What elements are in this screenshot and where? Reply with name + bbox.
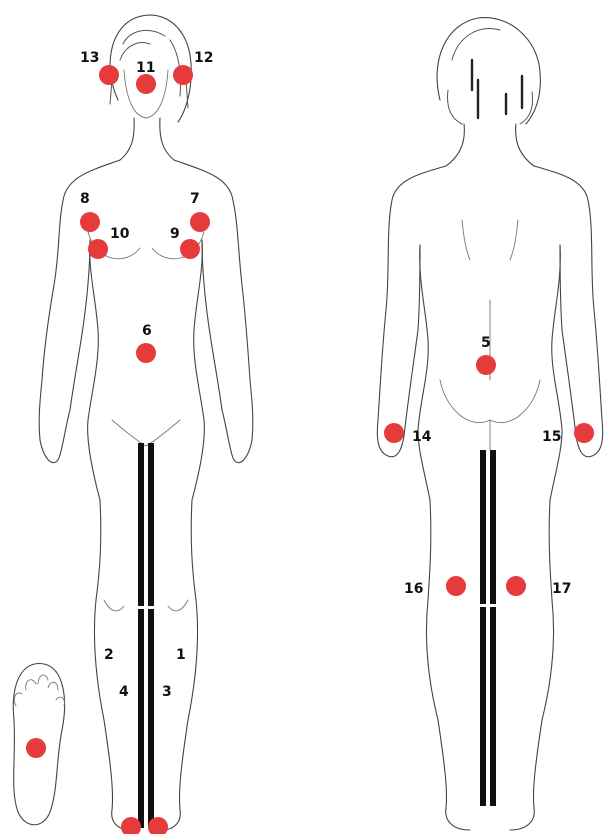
front-knee-lines: [104, 600, 188, 611]
back-buttocks: [440, 380, 540, 450]
front-right-leg: [162, 500, 198, 830]
marker-point-9[interactable]: [180, 239, 200, 259]
marker-point-16[interactable]: [446, 576, 466, 596]
label-point-9: 9: [170, 226, 180, 242]
marker-point-17[interactable]: [506, 576, 526, 596]
marker-point-13[interactable]: [99, 65, 119, 85]
label-point-4: 4: [119, 684, 129, 700]
label-point-3: 3: [162, 684, 172, 700]
marker-foot-sole[interactable]: [26, 738, 46, 758]
front-torso: [88, 240, 205, 500]
label-point-8: 8: [80, 191, 90, 207]
marker-point-10[interactable]: [88, 239, 108, 259]
back-head-outline: [437, 18, 540, 124]
back-left-arm: [377, 166, 446, 457]
back-hair-dark-strands: [472, 60, 522, 118]
front-pelvis: [112, 420, 180, 446]
label-point-15: 15: [542, 429, 561, 445]
label-point-1: 1: [176, 647, 186, 663]
marker-point-7[interactable]: [190, 212, 210, 232]
front-right-arm: [174, 160, 253, 463]
marker-point-6[interactable]: [136, 343, 156, 363]
back-neck: [446, 124, 534, 166]
marker-point-15[interactable]: [574, 423, 594, 443]
back-bar-right: [490, 450, 496, 806]
label-point-7: 7: [190, 191, 200, 207]
label-point-14: 14: [412, 429, 432, 445]
marker-point-11[interactable]: [136, 74, 156, 94]
label-point-10: 10: [110, 226, 130, 242]
label-point-13: 13: [80, 50, 99, 66]
front-neck: [120, 118, 174, 160]
marker-point-8[interactable]: [80, 212, 100, 232]
back-left-leg: [426, 500, 470, 830]
label-point-16: 16: [404, 581, 423, 597]
front-bar-right: [148, 443, 154, 828]
back-hair-strands: [448, 28, 533, 124]
back-right-arm: [534, 166, 603, 457]
label-point-17: 17: [552, 581, 571, 597]
back-bar-break: [478, 604, 498, 607]
label-point-2: 2: [104, 647, 114, 663]
front-figure: [39, 15, 253, 830]
point-markers: [26, 65, 594, 834]
marker-point-14[interactable]: [384, 423, 404, 443]
front-left-leg: [94, 500, 130, 830]
back-bar-left: [480, 450, 486, 806]
front-measurement-bars: [136, 443, 156, 828]
marker-point-12[interactable]: [173, 65, 193, 85]
label-point-6: 6: [142, 323, 152, 339]
front-bar-left: [138, 443, 144, 828]
foot-toes: [14, 675, 64, 706]
label-point-5: 5: [481, 335, 491, 351]
front-bar-break: [136, 606, 156, 609]
marker-point-5[interactable]: [476, 355, 496, 375]
label-point-11: 11: [136, 60, 155, 76]
back-measurement-bars: [478, 450, 498, 806]
label-point-12: 12: [194, 50, 213, 66]
back-right-leg: [510, 500, 554, 830]
